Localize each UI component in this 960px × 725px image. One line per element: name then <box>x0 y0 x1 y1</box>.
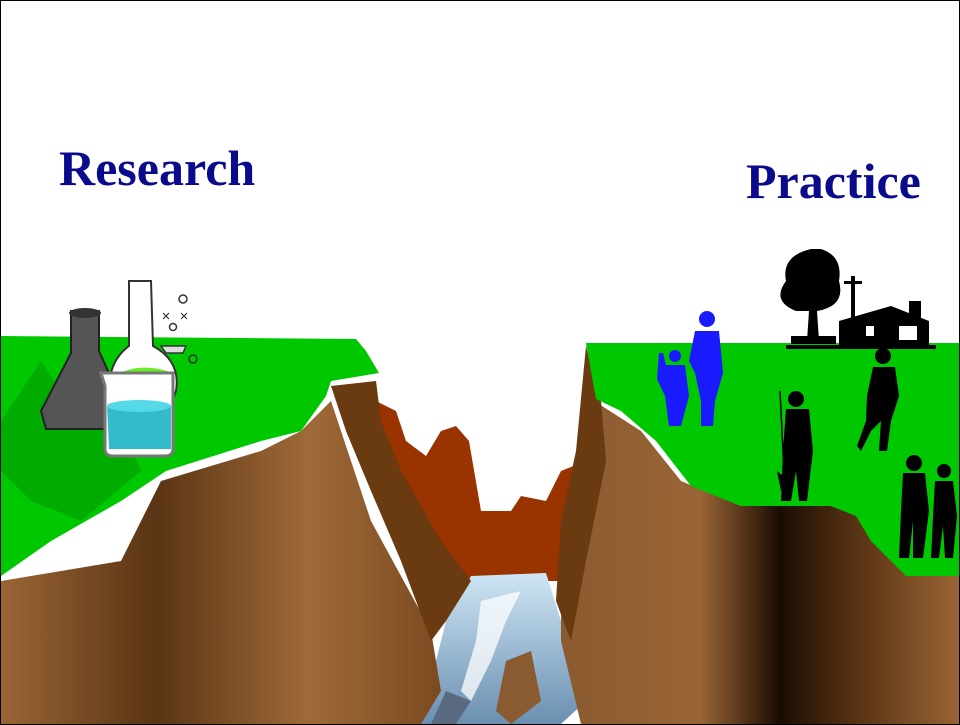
left-cliff-wall <box>331 381 471 641</box>
adult-and-child <box>657 311 723 426</box>
practice-label: Practice <box>746 153 921 209</box>
river-highlight <box>461 591 521 701</box>
couple <box>899 455 957 558</box>
jogger <box>857 348 899 451</box>
right-cliff-earth <box>561 399 959 724</box>
homestead <box>780 249 936 349</box>
river-rock <box>431 691 471 724</box>
research-label: Research <box>59 140 256 196</box>
right-cliff-wall <box>556 346 606 641</box>
river <box>421 573 586 724</box>
left-cliff-earth <box>1 401 441 724</box>
fisherman <box>777 390 813 501</box>
tree <box>780 249 841 341</box>
flask-shadow <box>1 361 141 521</box>
lab-glassware <box>1 280 198 521</box>
rock-in-river <box>496 651 541 724</box>
